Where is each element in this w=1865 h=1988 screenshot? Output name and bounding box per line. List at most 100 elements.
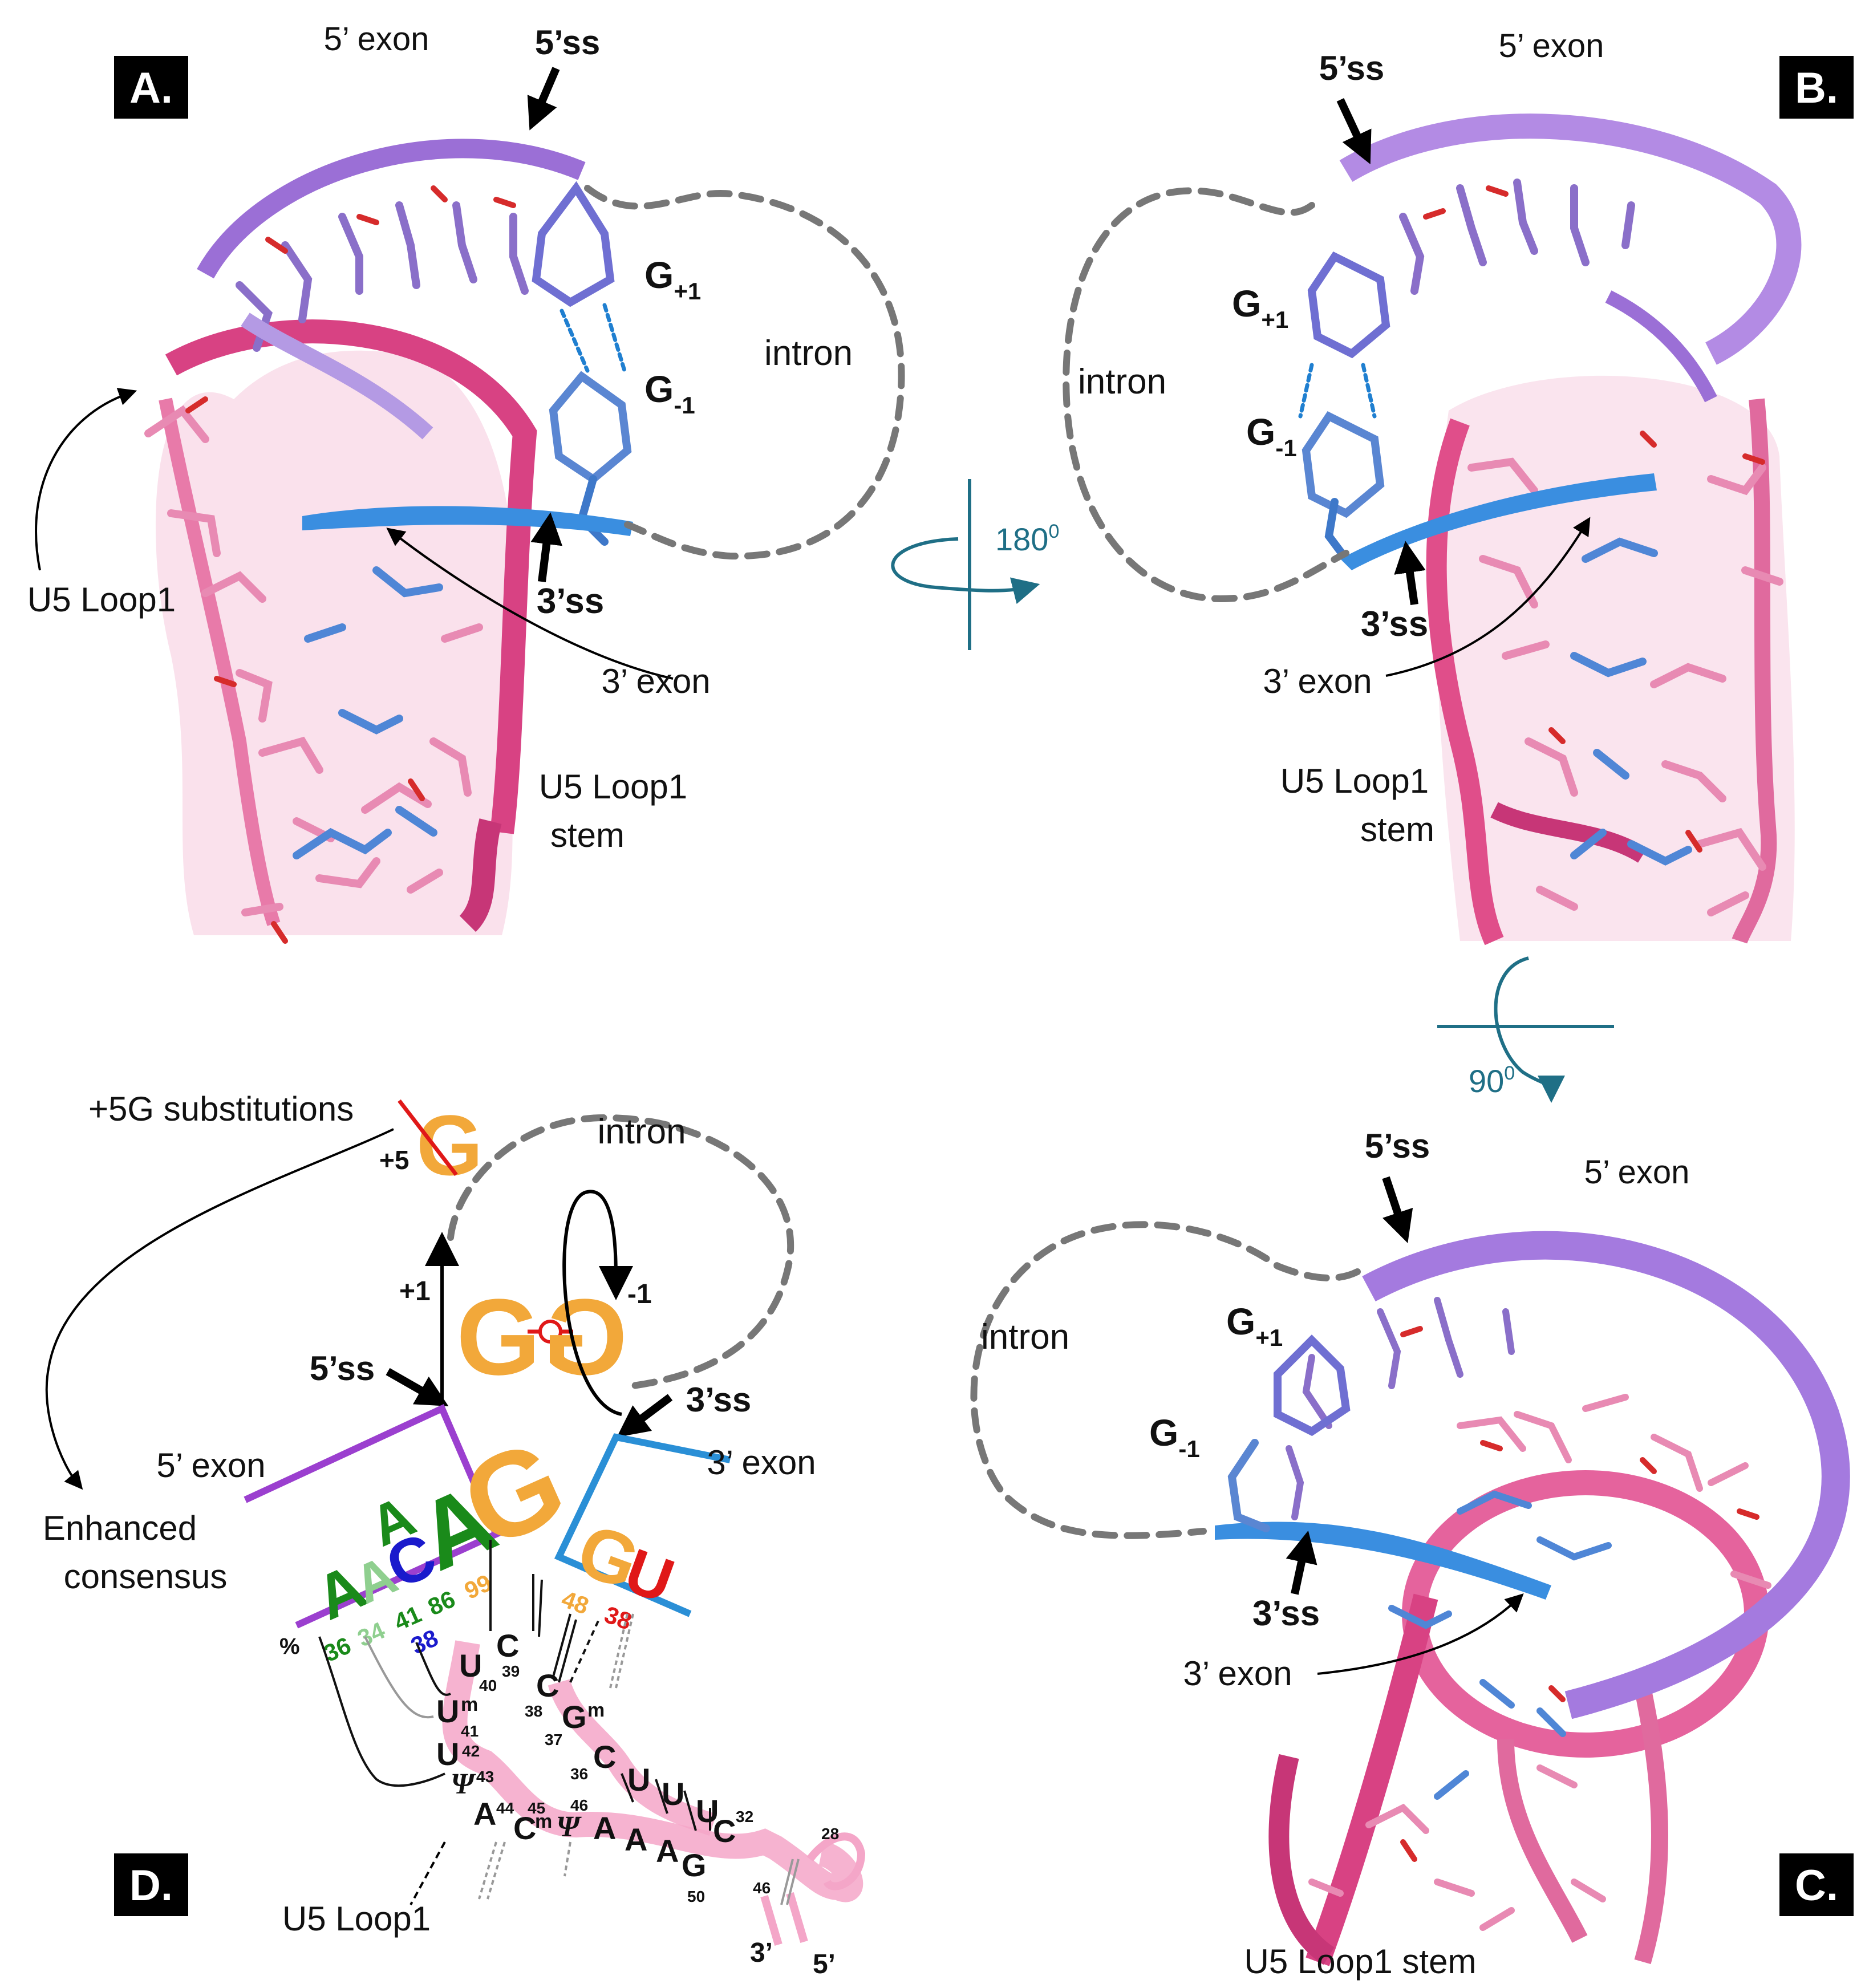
panel-b-ss5-arrow <box>1336 98 1372 165</box>
rotation-90-indicator: 900 <box>1437 956 1614 1103</box>
u5-num: 44 <box>496 1799 514 1817</box>
panel-a-u5-structure <box>155 319 537 936</box>
panel-b-exon3-arrow <box>1385 517 1591 677</box>
panel-c-nucleotide-sticks <box>1286 1297 1771 1931</box>
rotation-90-label: 900 <box>1469 1062 1515 1099</box>
panel-d-ss5-label: 5’ss <box>310 1349 375 1387</box>
panel-d-u5-bases: U 40 C 39 U m 41 C 38 G m 37 U 42 C 36 Ψ… <box>436 1628 839 1905</box>
panel-c-intron-line <box>970 1221 1361 1539</box>
panel-d-pairing-lines <box>318 1540 800 1905</box>
panel-a-loop1-label: U5 Loop1 <box>27 581 176 619</box>
u5-base: G <box>682 1847 707 1883</box>
u5-base: U <box>696 1793 719 1829</box>
u5-num: 37 <box>545 1731 562 1748</box>
panel-a-exon5-label: 5’ exon <box>324 21 429 58</box>
panel-c-intron-label: intron <box>981 1317 1069 1357</box>
u5-base: U <box>627 1762 650 1798</box>
panel-c-ss3-arrow <box>1286 1530 1317 1595</box>
panel-d-intron-line <box>447 1114 794 1389</box>
panel-d-percent: % <box>279 1634 300 1659</box>
u5-num: 45 <box>528 1799 545 1817</box>
panel-d-intron-label: intron <box>597 1112 686 1151</box>
rotation-180-indicator: 1800 <box>891 479 1059 650</box>
panel-b-intron-label: intron <box>1078 362 1166 401</box>
panel-c-g-pair <box>1227 1334 1351 1532</box>
u5-num: 38 <box>525 1702 542 1720</box>
panel-d-exon3-box <box>554 1433 731 1617</box>
panel-b-intron-line <box>1063 187 1349 603</box>
panel-d-gg-bond-circle <box>538 1320 562 1344</box>
panel-b-tag: B. <box>1795 64 1838 112</box>
panel-d-end3: 3’ <box>750 1938 773 1968</box>
panel-a: A. <box>27 21 905 944</box>
u5-num: 40 <box>479 1677 497 1694</box>
panel-c-tag-box <box>1779 1853 1854 1916</box>
panel-b-stem-label-1: U5 Loop1 <box>1280 762 1429 800</box>
panel-a-stem-label-2: stem <box>550 816 625 854</box>
u5-num: 32 <box>736 1808 753 1825</box>
panel-d-minus1-arrow <box>562 1190 633 1416</box>
panel-c-ss5-label: 5’ss <box>1365 1127 1430 1165</box>
panel-a-g-pair <box>532 181 632 546</box>
panel-c-gminus1: G-1 <box>1149 1411 1200 1462</box>
panel-d-enhanced-arrow <box>45 1128 394 1490</box>
u5-num: 50 <box>687 1888 705 1905</box>
u5-base: A <box>593 1810 616 1846</box>
panel-c-stem-label: U5 Loop1 stem <box>1244 1942 1477 1981</box>
panel-a-gminus1: G-1 <box>644 368 695 419</box>
panel-d-ss5-arrow <box>386 1368 449 1406</box>
panel-a-ss3-label: 3’ss <box>537 582 604 621</box>
rotation-180-label: 1800 <box>995 521 1059 557</box>
panel-d-end5: 5’ <box>813 1949 836 1979</box>
u5-base: C <box>496 1628 519 1664</box>
u5-base: Ψ <box>556 1811 582 1843</box>
panel-c-exon5-label: 5’ exon <box>1584 1154 1690 1191</box>
u5-base: G <box>562 1699 587 1735</box>
panel-a-ss3-arrow <box>530 512 563 582</box>
panel-c: C. <box>970 1127 1854 1981</box>
panel-d-loop1-pointer <box>410 1841 446 1905</box>
panel-a-ss5-arrow <box>527 67 560 131</box>
panel-d-tag: D. <box>129 1861 173 1910</box>
panel-a-exon3-label: 3’ exon <box>601 662 710 700</box>
u5-base: U <box>459 1648 482 1683</box>
u5-extra-num: 28 <box>821 1825 839 1843</box>
panel-a-loop1-arrow <box>35 388 137 571</box>
panel-c-gplus1: G+1 <box>1226 1300 1283 1351</box>
panel-d-exon5-label: 5’ exon <box>156 1446 265 1484</box>
panel-d-substitutions-label: +5G substitutions <box>88 1090 354 1128</box>
u5-base: Ψ <box>451 1768 476 1800</box>
u5-num: 39 <box>502 1662 520 1680</box>
panel-d-plus1-label: +1 <box>399 1276 431 1307</box>
u5-base: A <box>625 1821 647 1857</box>
panel-d-substitution-slash <box>398 1099 458 1176</box>
u5-num: 41 <box>461 1722 479 1740</box>
panel-b-u5-structure <box>1426 375 1795 946</box>
panel-c-exon3-ribbon <box>1215 1522 1551 1600</box>
panel-d: D. +5G substitutions G +5 intron +1 G G … <box>43 1090 866 1979</box>
panel-d-exon3-label: 3’ exon <box>707 1443 816 1482</box>
panel-c-exon3-arrow <box>1317 1593 1524 1675</box>
panel-d-g-plus1: G <box>456 1277 541 1398</box>
panel-b: B. <box>1063 27 1854 946</box>
panel-b-gplus1: G+1 <box>1232 282 1288 333</box>
panel-d-ss3-arrow <box>617 1394 673 1438</box>
u5-num: 36 <box>570 1765 588 1783</box>
panel-c-tag: C. <box>1795 1861 1838 1910</box>
panel-b-ss3-arrow <box>1394 541 1426 605</box>
panel-d-tag-box <box>114 1853 188 1916</box>
panel-a-tag-box <box>114 56 188 119</box>
panel-d-exon5-box <box>244 1403 501 1629</box>
u5-extra-num: 46 <box>753 1879 771 1897</box>
panel-a-exon3-arrow <box>386 528 674 680</box>
panel-a-tag: A. <box>129 64 173 112</box>
panel-d-plus5-label: +5 <box>379 1145 409 1175</box>
panel-a-stem-label-1: U5 Loop1 <box>539 768 687 806</box>
panel-a-ss5-label: 5’ss <box>535 23 601 62</box>
panel-b-nucleotide-sticks <box>1399 178 1783 916</box>
panel-b-gminus1: G-1 <box>1246 411 1297 461</box>
panel-b-g-pair <box>1298 251 1390 563</box>
u5-base: C <box>536 1668 559 1703</box>
panel-a-exon5-ribbon <box>197 139 586 279</box>
